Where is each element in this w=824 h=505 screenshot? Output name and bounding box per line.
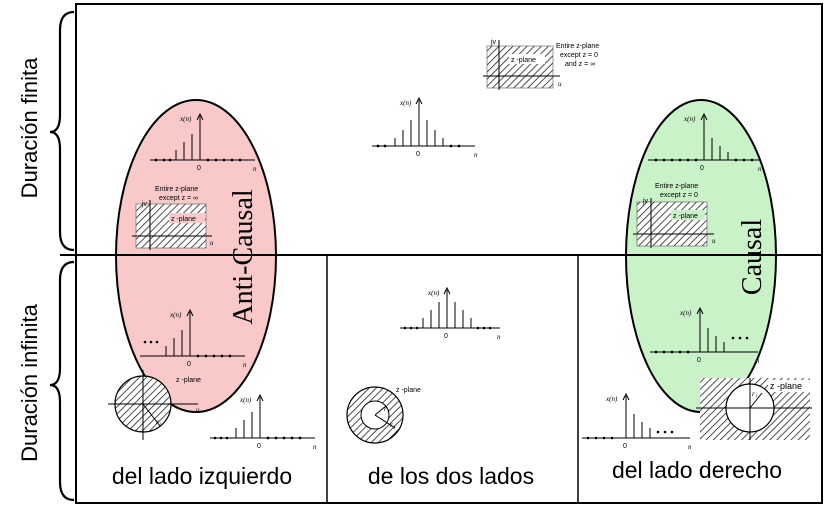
- stem-plot-finite-twosided: x(n) 0 n: [372, 96, 478, 159]
- n-axis-label: n: [474, 151, 478, 159]
- zplane-label: z -plane: [176, 377, 201, 384]
- xn-label: x(n): [683, 115, 696, 123]
- u-label: u: [712, 237, 716, 245]
- zplane-label: z -plane: [171, 216, 196, 223]
- u-label: u: [210, 239, 214, 247]
- roc-note-line3: and z = ∞: [565, 61, 595, 68]
- n-axis-label: n: [253, 165, 257, 173]
- roc-annulus: z -plane r₁ r₂: [346, 386, 421, 444]
- xn-label: x(n): [605, 395, 618, 403]
- roc-entire-plane-right: Entire z-plane except z = 0 jv u z -plan…: [633, 183, 716, 248]
- jv-label: jv: [642, 198, 649, 205]
- roc-entire-plane-left: Entire z-plane except z = ∞ jv u z -plan…: [132, 186, 214, 250]
- r2-label: r₂: [156, 418, 162, 426]
- zplane-label: z -plane: [396, 387, 421, 394]
- finite-brace: [49, 10, 75, 252]
- stem-plot-infinite-causal: x(n) 0 n: [650, 306, 760, 365]
- zplane-label: z -plane: [673, 213, 698, 220]
- n-axis-label: n: [243, 361, 247, 369]
- infinite-duration-label: Duración infinita: [17, 303, 42, 462]
- stem-plot-leftsided: x(n) 0 n: [210, 393, 317, 451]
- roc-note-line2: except z = 0: [660, 192, 698, 199]
- xn-label: x(n): [169, 311, 182, 319]
- stem-plot-infinite-anticausal: x(n) 0 n: [140, 308, 247, 369]
- origin-label: 0: [197, 165, 201, 172]
- origin-label: 0: [697, 357, 701, 364]
- two-sided-label: de los dos lados: [368, 463, 534, 489]
- infinite-brace: [49, 260, 75, 502]
- roc-note-line2: except z = 0: [560, 52, 598, 59]
- origin-label: 0: [444, 333, 448, 340]
- stem-plot-finite-causal: x(n) 0 n: [648, 112, 762, 173]
- stem-plot-rightsided: x(n) 0 n: [582, 392, 692, 451]
- r2-label: r₂: [390, 421, 396, 429]
- origin-label: 0: [257, 443, 261, 450]
- roc-interior-disk: z -plane u r₂: [108, 370, 201, 440]
- causal-label: Causal: [737, 219, 768, 295]
- anticausal-label: Anti-Causal: [228, 189, 259, 325]
- stem-plot-twosided: x(n) 0 n: [400, 286, 501, 341]
- xn-label: x(n): [427, 289, 440, 297]
- xn-label: x(n): [179, 115, 192, 123]
- origin-label: 0: [187, 361, 191, 368]
- roc-note-line2: except z = ∞: [159, 195, 198, 202]
- diagram-frame: [75, 3, 823, 504]
- n-axis-label: n: [688, 443, 692, 451]
- jv-label: jv: [141, 201, 148, 208]
- roc-note-line1: Entire z-plane: [655, 183, 698, 190]
- origin-label: 0: [623, 443, 627, 450]
- xn-label: x(n): [239, 396, 252, 404]
- r1-label: r₁: [384, 405, 389, 413]
- jv-label: jv: [490, 39, 497, 46]
- roc-exterior-region: z -plane r₁: [696, 378, 814, 440]
- xn-label: x(n): [679, 309, 692, 317]
- n-axis-label: n: [497, 333, 501, 341]
- roc-note-line1: Entire z-plane: [556, 43, 599, 50]
- roc-entire-plane-top: jv u z -plane Entire z-plane except z = …: [483, 39, 599, 90]
- left-sided-label: del lado izquierdo: [112, 463, 292, 489]
- finite-duration-label: Duración finita: [17, 57, 42, 198]
- u-label: u: [558, 80, 562, 88]
- xn-label: x(n): [399, 99, 412, 107]
- n-axis-label: n: [758, 165, 762, 173]
- right-sided-label: del lado derecho: [612, 457, 782, 483]
- origin-label: 0: [416, 151, 420, 158]
- r1-label: r₁: [752, 390, 757, 398]
- stem-plot-finite-anticausal: x(n) 0 n: [150, 112, 257, 173]
- roc-note-line1: Entire z-plane: [155, 186, 198, 193]
- zplane-label: z -plane: [511, 57, 536, 64]
- n-axis-label: n: [756, 357, 760, 365]
- zplane-label: z -plane: [770, 381, 802, 391]
- u-label: u: [196, 406, 200, 414]
- n-axis-label: n: [313, 443, 317, 451]
- origin-label: 0: [700, 165, 704, 172]
